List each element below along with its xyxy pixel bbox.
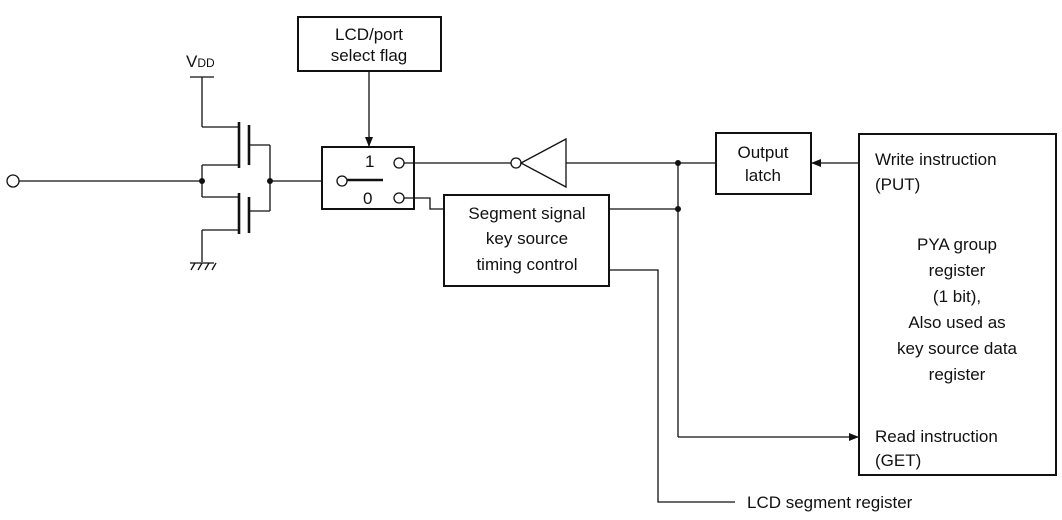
register-name-line4: Also used as: [908, 313, 1005, 332]
ground-icon: [190, 262, 217, 271]
read-instruction-line1: Read instruction: [875, 427, 998, 446]
register-name-line1: PYA group: [917, 235, 997, 254]
segment-signal-line1: Segment signal: [468, 204, 585, 223]
output-latch-box: [715, 132, 812, 195]
switch-pos0-label: 0: [363, 189, 372, 208]
write-instruction-line2: (PUT): [875, 175, 920, 194]
segment-signal-line2: key source: [486, 229, 568, 248]
vdd-label: VDD: [186, 52, 215, 71]
segment-signal-line3: timing control: [476, 255, 577, 274]
lcd-segment-register-label: LCD segment register: [747, 493, 913, 512]
lcd-port-select-flag-box: [297, 16, 442, 72]
register-name-line5: key source data: [897, 339, 1018, 358]
inverter-buffer-icon: [510, 137, 567, 189]
segment-signal-box: [443, 194, 610, 287]
register-name-line3: (1 bit),: [933, 287, 981, 306]
write-instruction-line1: Write instruction: [875, 150, 997, 169]
lcd-port-select-flag-line2: select flag: [331, 46, 408, 65]
lcd-port-select-flag-line1: LCD/port: [335, 25, 403, 44]
output-latch-line2: latch: [745, 166, 781, 185]
pmos-transistor: [201, 122, 270, 197]
pin-terminal: [6, 174, 20, 188]
output-latch-line1: Output: [737, 143, 788, 162]
switch-pos1-label: 1: [365, 152, 374, 171]
register-name-line2: register: [929, 261, 986, 280]
read-instruction-line2: (GET): [875, 451, 921, 470]
register-name-line6: register: [929, 365, 986, 384]
lcd-segment-register-line: [609, 269, 735, 503]
terminal0-to-segment-box: [404, 197, 444, 210]
pya-group-register-box: [858, 133, 1057, 476]
nmos-transistor: [202, 193, 270, 234]
